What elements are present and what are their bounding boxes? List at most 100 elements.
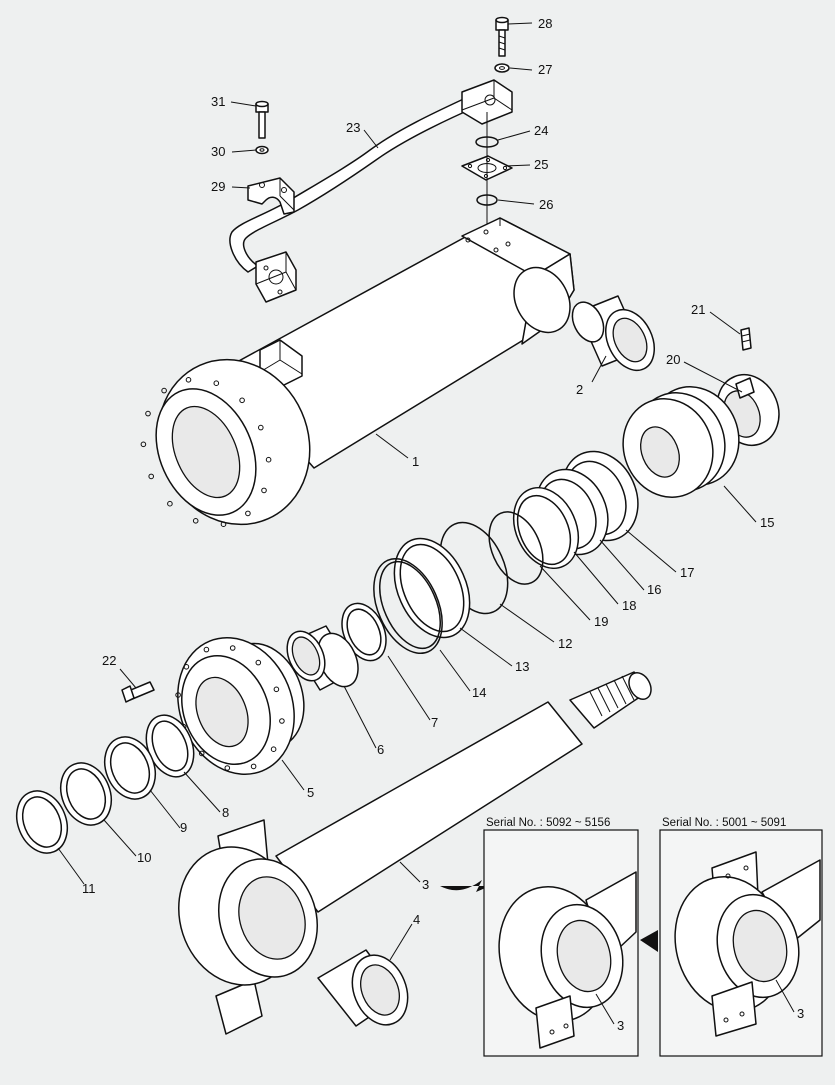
wiper-11: [15, 790, 69, 854]
seal-9: [103, 736, 157, 800]
callout-31: 31: [211, 94, 225, 109]
callout-30: 30: [211, 144, 225, 159]
leader-line: [499, 603, 555, 643]
leader-line: [723, 485, 757, 523]
leader-line: [505, 164, 531, 167]
callout-22: 22: [102, 653, 116, 668]
leader-line: [57, 847, 85, 885]
seal-18: [512, 486, 580, 570]
bolt-28: [495, 16, 509, 57]
seal-10: [59, 762, 113, 826]
bushing-4: [317, 949, 409, 1027]
callout-14: 14: [472, 685, 486, 700]
leader-line: [281, 759, 305, 791]
flange-hole: [161, 387, 167, 394]
cover-hole: [175, 692, 181, 698]
cover-hole: [224, 765, 231, 771]
pipe-23: [229, 95, 479, 273]
cover-hole: [255, 659, 262, 666]
bolt-31: [255, 100, 269, 139]
flange-hole: [145, 410, 151, 417]
leader-line: [231, 186, 251, 189]
leader-line: [375, 433, 409, 459]
leader-line: [507, 22, 533, 25]
inset-b: [659, 829, 823, 1057]
leader-line: [539, 565, 591, 621]
leader-line: [389, 923, 413, 961]
callout-29: 29: [211, 179, 225, 194]
leader-line: [595, 993, 615, 1025]
cover-hole: [270, 746, 277, 753]
callout-10: 10: [137, 850, 151, 865]
cover-hole: [203, 646, 210, 653]
callout-20: 20: [666, 352, 680, 367]
cover-hole: [273, 686, 280, 693]
callout-15: 15: [760, 515, 774, 530]
flange-hole: [258, 424, 264, 431]
bushing-2: [571, 295, 655, 372]
inset-a-callout: 3: [617, 1018, 624, 1033]
callout-25: 25: [534, 157, 548, 172]
leader-line: [103, 819, 137, 857]
inset-a: [483, 829, 639, 1057]
callout-11: 11: [82, 881, 96, 896]
cover-hole: [198, 750, 205, 757]
washer-27: [494, 63, 510, 73]
inset-b-callout: 3: [797, 1006, 804, 1021]
o-ring-19: [488, 511, 544, 585]
seal-8: [145, 714, 195, 778]
leader-line: [363, 129, 379, 149]
callout-19: 19: [594, 614, 608, 629]
callout-1: 1: [412, 454, 419, 469]
cover-hole: [250, 763, 257, 770]
flange-hole: [213, 380, 220, 387]
callout-7: 7: [431, 715, 438, 730]
leader-line: [497, 199, 535, 205]
leader-line: [387, 655, 431, 721]
clamp-29: [247, 177, 295, 215]
bushing-6: [286, 625, 359, 691]
callout-16: 16: [647, 582, 661, 597]
flange-bolt-holes: [140, 377, 272, 528]
leader-line: [625, 529, 677, 573]
callout-9: 9: [180, 820, 187, 835]
inset-a-title: Serial No. : 5092 ~ 5156: [486, 817, 610, 829]
flange-hole: [140, 441, 147, 448]
leader-line: [119, 668, 137, 689]
inset-b-title: Serial No. : 5001 ~ 5091: [662, 817, 786, 829]
rod-cover-5: [177, 637, 305, 775]
o-ring-14: [373, 557, 443, 655]
flange-hole: [192, 518, 199, 524]
cover-hole: [279, 718, 285, 724]
leader-line: [459, 627, 513, 667]
callout-23: 23: [346, 120, 360, 135]
callout-26: 26: [539, 197, 553, 212]
pipe-flange: [255, 251, 297, 303]
leader-line: [509, 67, 533, 71]
flange-hole: [245, 510, 251, 517]
callout-21: 21: [691, 302, 705, 317]
inset-arrow-b: [640, 930, 658, 952]
flange-hole: [185, 377, 192, 383]
flange-hole: [265, 456, 272, 463]
leader-line: [230, 101, 257, 107]
leader-line: [775, 979, 795, 1013]
callout-8: 8: [222, 805, 229, 820]
flange-hole: [261, 487, 267, 494]
callout-2: 2: [576, 382, 583, 397]
set-screw-21: [740, 327, 752, 351]
callout-6: 6: [377, 742, 384, 757]
callout-12: 12: [558, 636, 572, 651]
pipe-top-block: [461, 79, 513, 125]
bolt-22: [121, 681, 155, 703]
rod-eye: [177, 819, 319, 1035]
callout-27: 27: [538, 62, 552, 77]
head-flange-end: [155, 358, 311, 526]
flange-hole: [167, 500, 173, 507]
callout-3: 3: [422, 877, 429, 892]
cover-hole: [183, 664, 190, 670]
inset-arrow-a: [440, 880, 490, 892]
callout-17: 17: [680, 565, 694, 580]
leader-line: [183, 771, 221, 813]
